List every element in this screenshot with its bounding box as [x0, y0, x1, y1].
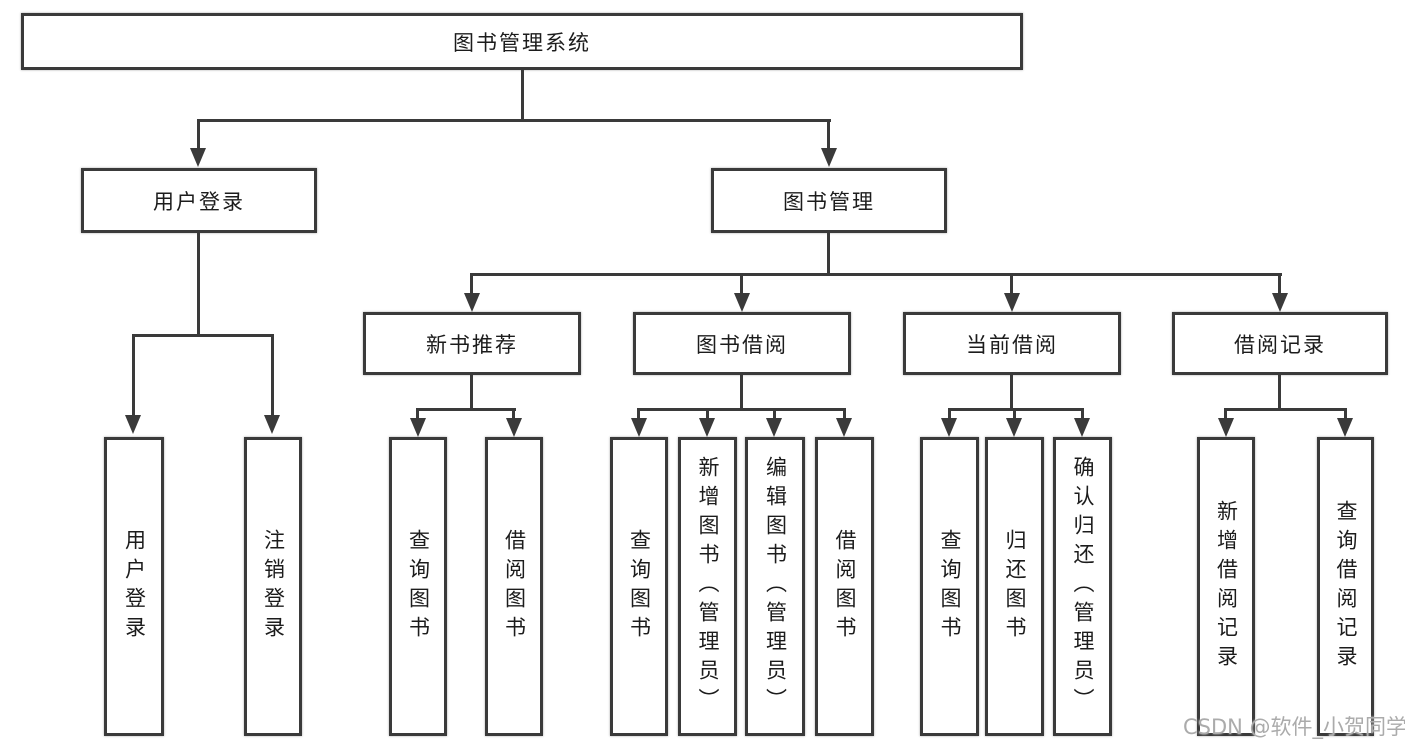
arrowhead-cb-query	[941, 418, 957, 437]
connector-level2-rail	[197, 119, 831, 122]
arrowhead-cb-confirm	[1074, 418, 1090, 437]
connector-level3-rail	[470, 273, 1282, 276]
arrowhead-nb-borrow	[506, 418, 522, 437]
leaf-user-login-label: 用户登录	[122, 528, 147, 645]
leaf-records-query-record: 查询借阅记录	[1317, 437, 1374, 736]
connector-stem-cb-confirm	[1081, 408, 1084, 418]
connector-book-borrowing-rail	[637, 408, 846, 411]
leaf-current-return-books: 归还图书	[985, 437, 1044, 736]
node-new-book-recommend: 新书推荐	[363, 312, 581, 375]
node-current-borrowing-label: 当前借阅	[966, 332, 1058, 357]
connector-root-drop	[521, 70, 524, 119]
leaf-borrowing-edit-books-admin: 编辑图书（管理员）	[745, 437, 805, 736]
arrowhead-user-login	[190, 148, 206, 167]
arrowhead-new-book	[464, 293, 480, 312]
connector-book-management-drop	[827, 233, 830, 273]
connector-records-drop	[1278, 375, 1281, 408]
connector-stem-book-management	[827, 119, 830, 148]
connector-stem-nb-query	[416, 408, 419, 418]
leaf-borrowing-borrow-books: 借阅图书	[815, 437, 874, 736]
connector-user-login-rail	[132, 334, 274, 337]
leaf-current-return-books-label: 归还图书	[1003, 528, 1028, 645]
leaf-current-confirm-return-admin: 确认归还（管理员）	[1053, 437, 1112, 736]
leaf-records-add-record-label: 新增借阅记录	[1214, 499, 1239, 674]
connector-stem-bb-query	[637, 408, 640, 418]
node-new-book-recommend-label: 新书推荐	[426, 332, 518, 357]
connector-stem-cb-query	[948, 408, 951, 418]
arrowhead-bb-edit	[766, 418, 782, 437]
leaf-current-query-books: 查询图书	[920, 437, 979, 736]
connector-book-borrowing-drop	[740, 375, 743, 408]
connector-stem-bb-edit	[773, 408, 776, 418]
connector-stem-nb-borrow	[512, 408, 515, 418]
leaf-newbook-query-books-label: 查询图书	[406, 528, 431, 645]
node-borrowing-records: 借阅记录	[1172, 312, 1388, 375]
leaf-user-login: 用户登录	[104, 437, 164, 736]
arrowhead-book-management	[821, 148, 837, 167]
leaf-records-query-record-label: 查询借阅记录	[1334, 499, 1359, 674]
leaf-borrowing-edit-books-admin-label: 编辑图书（管理员）	[763, 456, 788, 717]
connector-stem-cb-return	[1013, 408, 1016, 418]
arrowhead-bb-query	[631, 418, 647, 437]
arrowhead-borrowing-records	[1272, 293, 1288, 312]
leaf-borrowing-add-books-admin-label: 新增图书（管理员）	[696, 456, 721, 717]
connector-stem-rec-add	[1224, 408, 1227, 418]
node-user-login: 用户登录	[81, 168, 317, 233]
node-book-management-label: 图书管理	[783, 189, 875, 214]
connector-records-rail	[1224, 408, 1347, 411]
leaf-current-query-books-label: 查询图书	[938, 528, 963, 645]
arrowhead-rec-query	[1337, 418, 1353, 437]
node-current-borrowing: 当前借阅	[903, 312, 1121, 375]
connector-current-rail	[948, 408, 1084, 411]
arrowhead-current-borrowing	[1004, 293, 1020, 312]
leaf-logout: 注销登录	[244, 437, 302, 736]
leaf-borrowing-query-books: 查询图书	[610, 437, 668, 736]
connector-stem-book-borrowing	[740, 273, 743, 293]
leaf-newbook-borrow-books: 借阅图书	[485, 437, 543, 736]
arrowhead-leaf-logout	[264, 415, 280, 434]
leaf-borrowing-query-books-label: 查询图书	[627, 528, 652, 645]
leaf-newbook-query-books: 查询图书	[389, 437, 447, 736]
leaf-newbook-borrow-books-label: 借阅图书	[502, 528, 527, 645]
connector-stem-bb-borrow	[843, 408, 846, 418]
connector-stem-rec-query	[1344, 408, 1347, 418]
arrowhead-cb-return	[1006, 418, 1022, 437]
connector-current-drop	[1010, 375, 1013, 408]
connector-stem-bb-add	[706, 408, 709, 418]
connector-stem-leaf-login	[132, 334, 135, 415]
connector-new-book-drop	[470, 375, 473, 408]
connector-stem-new-book	[470, 273, 473, 293]
leaf-records-add-record: 新增借阅记录	[1197, 437, 1255, 736]
arrowhead-rec-add	[1218, 418, 1234, 437]
arrowhead-book-borrowing	[734, 293, 750, 312]
leaf-logout-label: 注销登录	[261, 528, 286, 645]
arrowhead-bb-borrow	[836, 418, 852, 437]
node-book-borrowing: 图书借阅	[633, 312, 851, 375]
connector-new-book-rail	[416, 408, 516, 411]
node-book-borrowing-label: 图书借阅	[696, 332, 788, 357]
leaf-borrowing-borrow-books-label: 借阅图书	[833, 528, 858, 645]
csdn-watermark: CSDN @软件_小贺同学	[1183, 715, 1405, 739]
connector-user-login-drop	[197, 233, 200, 334]
arrowhead-bb-add	[699, 418, 715, 437]
connector-stem-user-login	[197, 119, 200, 148]
connector-stem-leaf-logout	[271, 334, 274, 415]
node-library-system: 图书管理系统	[21, 13, 1023, 70]
node-borrowing-records-label: 借阅记录	[1234, 332, 1326, 357]
arrowhead-nb-query	[410, 418, 426, 437]
connector-stem-borrowing-records	[1278, 273, 1281, 293]
leaf-borrowing-add-books-admin: 新增图书（管理员）	[678, 437, 737, 736]
node-user-login-label: 用户登录	[153, 189, 245, 214]
node-library-system-label: 图书管理系统	[453, 30, 591, 55]
connector-stem-current-borrowing	[1010, 273, 1013, 293]
node-book-management: 图书管理	[711, 168, 947, 233]
arrowhead-leaf-login	[125, 415, 141, 434]
leaf-current-confirm-return-admin-label: 确认归还（管理员）	[1071, 456, 1096, 717]
